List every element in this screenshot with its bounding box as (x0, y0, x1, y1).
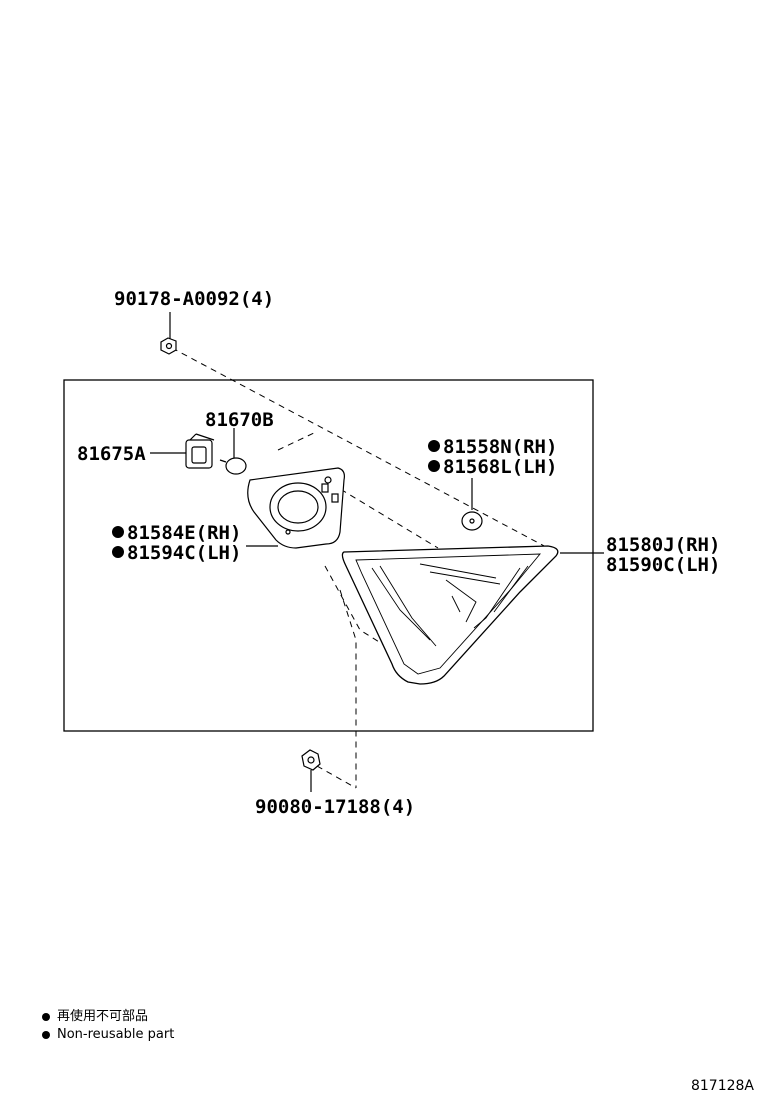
non-reusable-markers (112, 440, 440, 558)
label-socket: 81675A (77, 443, 146, 465)
socket-icon (150, 433, 215, 469)
assembly-frame (63, 379, 594, 732)
label-gasket-lh: 81568L(LH) (443, 456, 557, 478)
label-screw-top: 90178-A0092(4) (114, 288, 274, 310)
nut-bottom-icon (301, 749, 321, 792)
legend-english: Non-reusable part (42, 1026, 174, 1043)
screw-top-icon (160, 312, 177, 355)
assembly-guide-lines (171, 347, 549, 789)
drawing-id: 817128A (690, 1078, 754, 1094)
label-lamp-lh: 81590C(LH) (606, 554, 720, 576)
label-nut-bottom: 90080-17188(4) (255, 796, 415, 818)
label-cover-lh: 81594C(LH) (127, 542, 241, 564)
label-cover-rh: 81584E(RH) (127, 522, 241, 544)
gasket-icon (461, 478, 483, 531)
legend-japanese: 再使用不可部品 (42, 1008, 148, 1025)
bulb-icon (219, 428, 247, 475)
label-bulb: 81670B (205, 409, 274, 431)
cover-icon (246, 467, 345, 549)
lamp-icon (341, 545, 604, 685)
bullet-icon (42, 1012, 50, 1021)
legend-english-text: Non-reusable part (57, 1027, 175, 1042)
legend-japanese-text: 再使用不可部品 (57, 1009, 149, 1024)
label-lamp-rh: 81580J(RH) (606, 534, 720, 556)
label-gasket-rh: 81558N(RH) (443, 436, 557, 458)
bullet-icon (42, 1030, 50, 1039)
